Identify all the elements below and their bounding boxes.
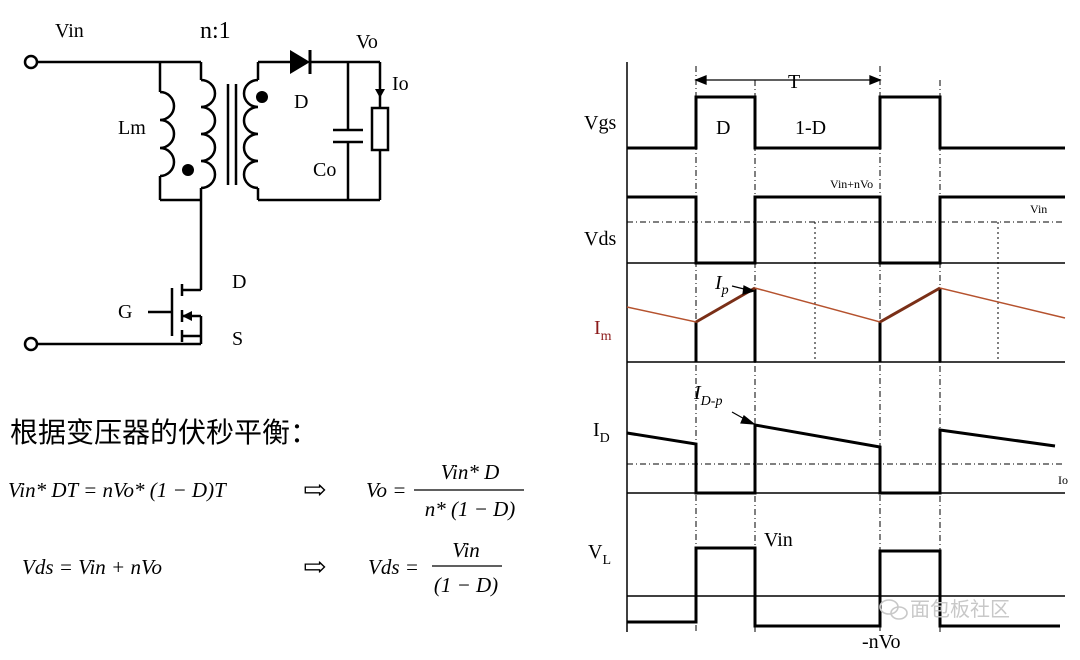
turns-ratio-label: n:1 xyxy=(200,18,231,44)
io-level-label: Io xyxy=(1058,473,1068,487)
id-label: ID xyxy=(593,419,610,446)
vo-label: Vo xyxy=(356,31,378,53)
im-label: Im xyxy=(594,317,612,344)
wechat-icon xyxy=(879,599,908,620)
flyback-circuit xyxy=(23,54,390,352)
waveform-labels: T D 1-D Vgs Vds Vin+nVo Vin Im Ip ID ID-… xyxy=(584,71,1068,653)
watermark: 面包板社区 xyxy=(879,597,1010,621)
equation-2-numerator: Vin xyxy=(452,538,480,562)
vl-vin-label: Vin xyxy=(764,529,793,551)
id-trace xyxy=(626,423,1056,495)
off-duty-label: 1-D xyxy=(795,117,826,139)
secondary-dot xyxy=(256,91,268,103)
load-resistor xyxy=(370,106,390,152)
idp-label: ID-p xyxy=(693,382,722,409)
secondary-winding xyxy=(242,78,259,190)
io-label: Io xyxy=(392,73,409,95)
equation-1-left: Vin* DT = nVo* (1 − D)T xyxy=(8,478,227,502)
vin-label: Vin xyxy=(55,20,84,42)
io-arrow xyxy=(375,89,385,98)
watermark-text: 面包板社区 xyxy=(910,597,1010,621)
ringing-guides xyxy=(814,222,999,362)
period-marker xyxy=(694,75,882,85)
vgs-label: Vgs xyxy=(584,112,616,134)
vds-vin-label: Vin xyxy=(1030,202,1047,216)
vgs-trace xyxy=(627,95,1065,150)
drain-label: D xyxy=(232,271,246,293)
dash-dot-guides xyxy=(627,66,1065,632)
circuit-fills xyxy=(182,50,385,321)
equation-1-numerator: Vin* D xyxy=(441,460,500,484)
ip-label: Ip xyxy=(714,272,729,298)
equation-2-denominator: (1 − D) xyxy=(434,573,498,597)
gnd-terminal xyxy=(23,336,39,352)
waveform-traces xyxy=(626,95,1065,628)
diode-symbol xyxy=(290,50,310,74)
equation-2-left: Vds = Vin + nVo xyxy=(22,555,162,579)
co-label: Co xyxy=(313,159,336,181)
equation-1-arrow: ⇨ xyxy=(303,475,326,506)
period-label: T xyxy=(788,71,800,93)
vl-trace xyxy=(627,546,1060,628)
gate-label: G xyxy=(118,301,132,323)
lm-label: Lm xyxy=(118,117,146,139)
equation-1-lhs: Vo = xyxy=(366,478,406,502)
vl-label: VL xyxy=(588,541,611,568)
equation-2-lhs: Vds = xyxy=(368,555,419,579)
lm-coil xyxy=(159,90,176,178)
volt-second-heading: 根据变压器的伏秒平衡： xyxy=(10,416,318,449)
im-rise-2 xyxy=(879,286,941,324)
duty-label: D xyxy=(716,117,730,139)
diode-label: D xyxy=(294,91,308,113)
vl-neg-label: -nVo xyxy=(862,631,901,653)
vin-plus-nvo-label: Vin+nVo xyxy=(830,177,873,191)
im-trace xyxy=(626,286,1066,324)
equation-1-denominator: n* (1 − D) xyxy=(425,497,516,521)
circuit-labels: Vin n:1 Vo Io Lm D Co G D S xyxy=(55,18,409,350)
equation-2-arrow: ⇨ xyxy=(303,552,326,583)
vin-terminal xyxy=(23,54,39,70)
primary-dot xyxy=(182,164,194,176)
equations: 根据变压器的伏秒平衡： Vin* DT = nVo* (1 − D)T ⇨ Vo… xyxy=(8,416,524,597)
primary-winding xyxy=(200,78,217,190)
vds-label: Vds xyxy=(584,228,616,250)
source-label: S xyxy=(232,328,243,350)
vds-trace xyxy=(627,195,1065,265)
mosfet-arrow xyxy=(182,311,192,321)
annotation-arrows xyxy=(731,285,756,425)
